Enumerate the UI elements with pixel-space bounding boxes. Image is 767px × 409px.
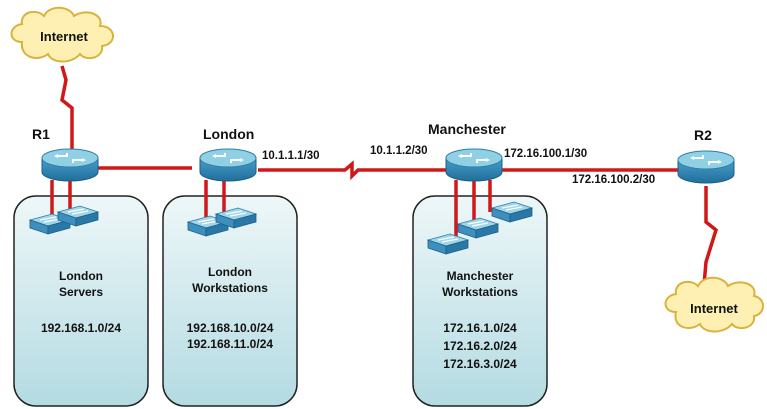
lan-network-london-workstations-2: 192.168.11.0/24 [187,337,273,351]
lan-box-london-servers [13,195,149,407]
lan-network-manchester-workstations-3: 172.16.3.0/24 [443,357,517,371]
router-r1 [41,148,99,182]
internet-label-top: Internet [40,29,88,44]
router-label-london: London [203,126,254,142]
lan-label-london-workstations-line1: London [208,265,252,279]
router-label-r2: R2 [694,127,712,143]
address-london-serial: 10.1.1.1/30 [262,150,320,162]
router-london [199,148,257,182]
link-london-manchester-serial [258,160,448,181]
address-manchester-serial: 10.1.1.2/30 [370,145,428,157]
lan-label-london-servers-line1: London [59,269,103,283]
lan-network-manchester-workstations-1: 172.16.1.0/24 [443,321,517,335]
link-r2-internet [702,186,719,286]
address-manchester-r2: 172.16.100.1/30 [504,148,587,160]
lan-network-london-workstations-1: 192.168.10.0/24 [187,321,274,335]
lan-network-london-servers-1: 192.168.1.0/24 [41,321,121,335]
router-manchester [445,148,503,182]
lan-label-manchester-workstations-line2: Workstations [442,285,518,299]
address-r2-manchester: 172.16.100.2/30 [572,174,655,186]
internet-cloud-top: Internet [10,6,114,63]
lan-label-london-servers-line2: Servers [59,285,103,299]
router-label-manchester: Manchester [428,121,506,137]
network-links [50,65,719,286]
lan-label-manchester-workstations-line1: Manchester [447,269,514,283]
router-r2 [677,150,735,184]
internet-cloud-bottom: Internet [664,276,764,333]
lan-label-london-workstations-line2: Workstations [192,281,268,295]
lan-network-manchester-workstations-2: 172.16.2.0/24 [443,339,517,353]
lan-box-london-workstations [162,195,298,407]
router-label-r1: R1 [32,126,50,142]
link-r1-internet [60,65,74,150]
internet-label-bottom: Internet [690,301,738,316]
